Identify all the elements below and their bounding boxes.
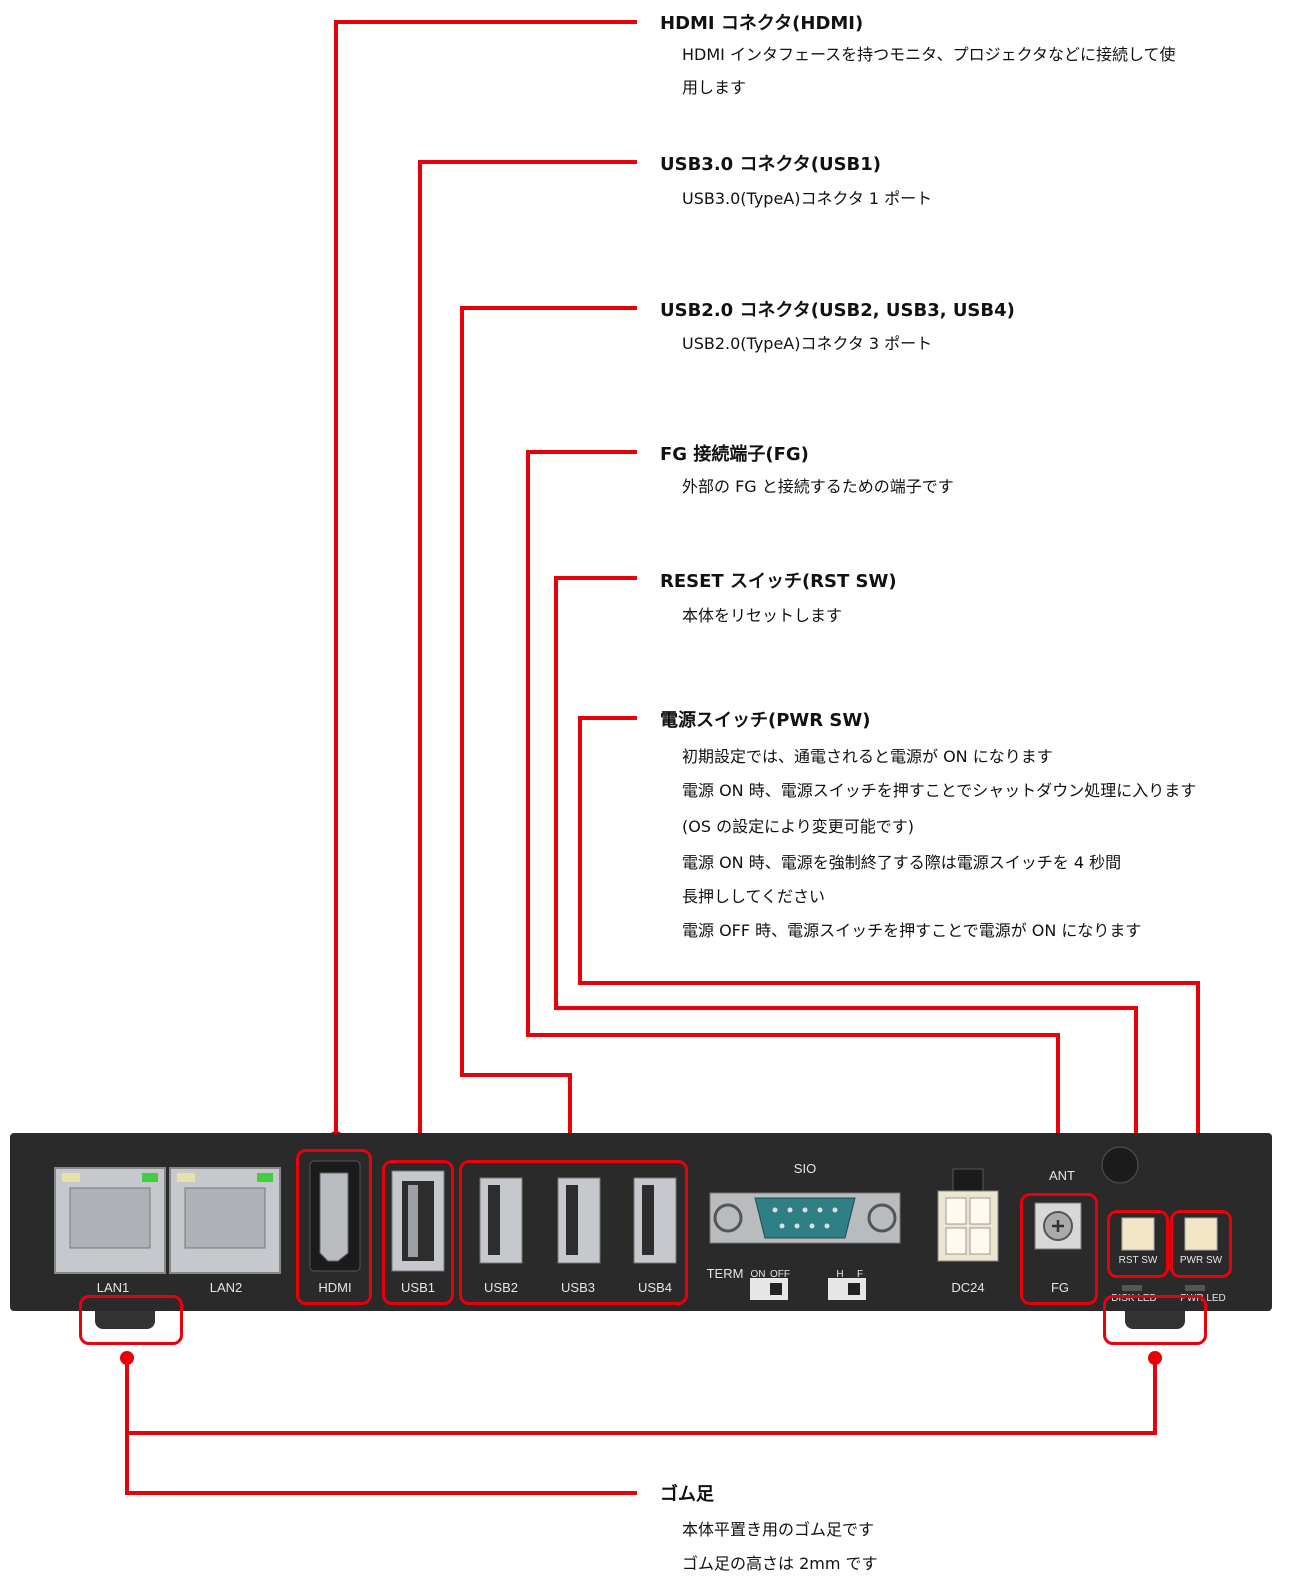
foot-title: ゴム足	[660, 1484, 714, 1505]
usb1-title: USB3.0 コネクタ(USB1)	[660, 154, 882, 175]
pwr-desc-2: 電源 ON 時、電源スイッチを押すことでシャットダウン処理に入ります	[682, 781, 1197, 800]
lan1-port	[54, 1167, 166, 1274]
usb2-port	[479, 1177, 523, 1264]
leader-usb1	[418, 160, 637, 1150]
highlight-usb234	[459, 1160, 688, 1305]
usb1-desc-1: USB3.0(TypeA)コネクタ 1 ポート	[682, 189, 933, 208]
dot-foot-right	[1148, 1351, 1162, 1365]
hdmi-title: HDMI コネクタ(HDMI)	[660, 13, 864, 34]
fg-desc-1: 外部の FG と接続するための端子です	[682, 477, 954, 496]
label-lan2: LAN2	[209, 1280, 243, 1295]
device-rear-panel: LAN1 LAN2 HDMI USB1 USB2 USB3 USB4 SIO T…	[10, 1133, 1272, 1311]
fg-terminal	[1034, 1202, 1082, 1250]
hf-switch	[828, 1278, 866, 1300]
label-sio: SIO	[793, 1161, 817, 1176]
label-hdmi: HDMI	[318, 1280, 352, 1295]
label-off: OFF	[770, 1269, 790, 1280]
label-pwr-sw: PWR SW	[1179, 1255, 1223, 1266]
lan2-port	[169, 1167, 281, 1274]
device-ports-art	[54, 1146, 1218, 1300]
highlight-foot-left	[79, 1295, 183, 1345]
highlight-usb1	[382, 1160, 454, 1305]
rst-switch	[1121, 1217, 1155, 1251]
pwr-desc-1: 初期設定では、通電されると電源が ON になります	[682, 747, 1053, 766]
label-f: F	[856, 1269, 864, 1280]
hdmi-port	[309, 1160, 361, 1272]
label-usb4: USB4	[638, 1280, 672, 1295]
foot-desc-2: ゴム足の高さは 2mm です	[682, 1554, 878, 1573]
foot-desc-1: 本体平置き用のゴム足です	[682, 1520, 875, 1539]
hdmi-desc-2: 用します	[682, 78, 747, 97]
leader-fg	[526, 450, 1060, 1191]
highlight-pwr	[1170, 1210, 1232, 1278]
rubber-foot-left	[95, 1311, 155, 1329]
highlight-foot-right	[1103, 1295, 1207, 1345]
label-h: H	[836, 1269, 844, 1280]
highlight-rst	[1107, 1210, 1169, 1278]
fg-title: FG 接続端子(FG)	[660, 444, 809, 465]
dot-foot-left	[120, 1351, 134, 1365]
hdmi-desc-1: HDMI インタフェースを持つモニタ、プロジェクタなどに接続して使	[682, 45, 1176, 64]
pwr-desc-4: 電源 ON 時、電源を強制終了する際は電源スイッチを 4 秒間	[682, 853, 1122, 872]
rst-title: RESET スイッチ(RST SW)	[660, 571, 897, 592]
pwr-desc-5: 長押ししてください	[682, 887, 826, 906]
usb234-desc-1: USB2.0(TypeA)コネクタ 3 ポート	[682, 334, 933, 353]
leader-foot-bridge	[127, 1358, 1157, 1435]
label-ant: ANT	[1049, 1168, 1075, 1183]
leader-foot	[125, 1358, 637, 1495]
label-on: ON	[750, 1269, 766, 1280]
pwr-desc-3: (OS の設定により変更可能です)	[682, 817, 915, 836]
highlight-hdmi	[296, 1149, 372, 1305]
leader-rst	[554, 576, 1138, 1198]
serial-port	[709, 1192, 901, 1244]
dc24-connector	[937, 1168, 999, 1262]
ant-cap	[1101, 1146, 1139, 1184]
label-dc24: DC24	[951, 1280, 985, 1295]
usb4-port	[633, 1177, 677, 1264]
leader-pwr	[578, 716, 1200, 1198]
rst-desc-1: 本体をリセットします	[682, 606, 843, 625]
usb3-port	[557, 1177, 601, 1264]
label-lan1: LAN1	[96, 1280, 130, 1295]
leader-usb234	[460, 306, 637, 1150]
pwr-title: 電源スイッチ(PWR SW)	[660, 710, 871, 731]
label-term: TERM	[706, 1266, 744, 1281]
term-switch	[750, 1278, 788, 1300]
pwr-switch	[1184, 1217, 1218, 1251]
usb1-port	[391, 1170, 445, 1272]
label-fg: FG	[1050, 1280, 1070, 1295]
highlight-fg	[1020, 1193, 1098, 1305]
label-disk-led: DISK LED	[1111, 1293, 1157, 1304]
label-usb1: USB1	[401, 1280, 435, 1295]
label-usb3: USB3	[561, 1280, 595, 1295]
rubber-foot-right	[1125, 1311, 1185, 1329]
label-rst-sw: RST SW	[1118, 1255, 1158, 1266]
pwr-desc-6: 電源 OFF 時、電源スイッチを押すことで電源が ON になります	[682, 921, 1142, 940]
usb234-title: USB2.0 コネクタ(USB2, USB3, USB4)	[660, 300, 1015, 321]
label-usb2: USB2	[484, 1280, 518, 1295]
leader-hdmi	[334, 20, 637, 1138]
